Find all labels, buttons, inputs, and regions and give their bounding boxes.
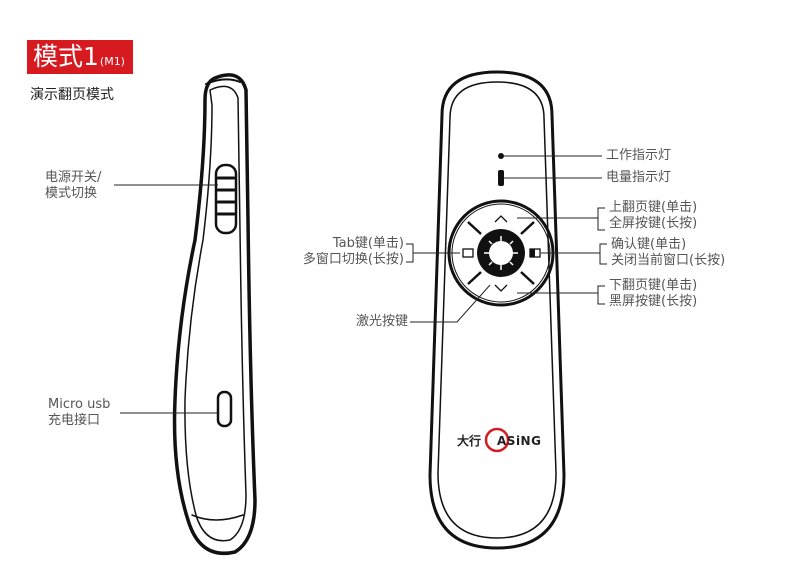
label-work-indicator: 工作指示灯 [606,148,672,163]
label-laser-button: 激光按键 [355,314,408,329]
label-line: 模式切换 [45,186,98,201]
brand-en: ASiNG [497,433,542,448]
side-view-device [172,73,257,555]
mode-title: 模式1 [33,42,99,71]
label-right-button: 确认键(单击) 关闭当前窗口(长按) [611,237,725,269]
brand-logo: 大行 ASiNG [457,432,541,449]
label-line: 确认键(单击) [611,237,687,252]
label-line: 充电接口 [48,413,101,428]
label-line: 全屏按键(长按) [609,216,698,231]
label-line: 电源开关/ [45,170,102,185]
brand-cn: 大行 [457,434,482,448]
leader-lines [114,155,607,414]
label-line: 关闭当前窗口(长按) [611,253,726,268]
label-line: 上翻页键(单击) [609,200,698,215]
label-line: Tab键(单击) [332,236,404,251]
mode-badge: 模式1 (M1) [27,40,133,74]
label-line: Micro usb [48,397,111,412]
label-power-switch: 电源开关/ 模式切换 [45,170,101,202]
mode-code: (M1) [99,55,125,68]
label-line: 多窗口切换(长按) [302,252,404,267]
mode-subtitle: 演示翻页模式 [30,87,114,103]
front-view-device [428,70,566,550]
label-left-button: Tab键(单击) 多窗口切换(长按) [303,236,404,268]
label-up-button: 上翻页键(单击) 全屏按键(长按) [609,200,697,232]
label-micro-usb: Micro usb 充电接口 [48,397,110,429]
label-line: 黑屏按键(长按) [609,294,698,309]
label-line: 下翻页键(单击) [609,278,698,293]
label-battery-indicator: 电量指示灯 [606,170,672,185]
label-down-button: 下翻页键(单击) 黑屏按键(长按) [609,278,697,310]
